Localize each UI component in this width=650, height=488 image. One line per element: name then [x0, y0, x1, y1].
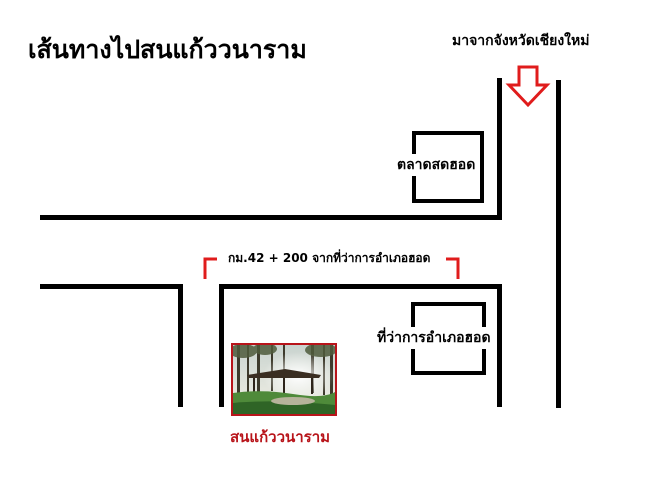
down-arrow-icon	[505, 65, 551, 108]
district-office-label: ที่ว่าการอำเภอฮอด	[376, 327, 492, 349]
road-lower-left-vertical	[178, 284, 183, 407]
road-lower-left-horizontal	[40, 284, 183, 289]
distance-bracket	[203, 257, 217, 279]
origin-direction-label: มาจากจังหวัดเชียงใหม่	[452, 33, 590, 49]
destination-label: สนแก้ววนาราม	[230, 428, 331, 446]
road-upper-top	[40, 215, 502, 220]
temple-photo	[231, 343, 337, 416]
road-north-left	[497, 78, 502, 220]
market-label: ตลาดสดฮอด	[396, 154, 477, 176]
road-lower-mid-right	[497, 284, 502, 407]
road-lower-mid-horizontal	[219, 284, 502, 289]
distance-note: กม.42 + 200 จากที่ว่าการอำเภอฮอด	[228, 251, 431, 265]
distance-bracket-right	[446, 257, 460, 279]
road-east-vertical	[556, 80, 561, 408]
road-lower-mid-left	[219, 284, 224, 407]
map-title: เส้นทางไปสนแก้ววนาราม	[28, 35, 307, 64]
